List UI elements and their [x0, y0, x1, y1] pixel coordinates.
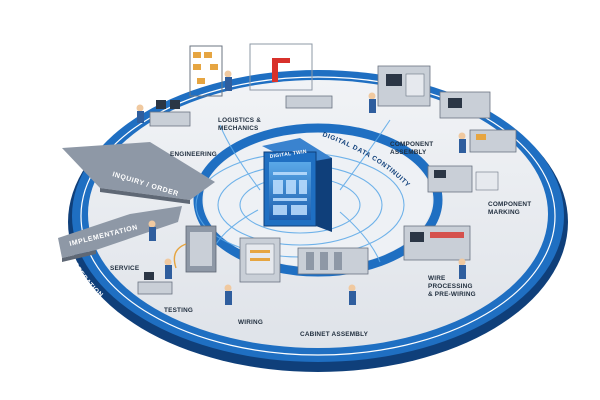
worker-icon: [224, 284, 232, 292]
component-marking-label-line1: COMPONENT: [488, 201, 531, 208]
monitor: [170, 100, 180, 109]
worker-icon: [348, 284, 356, 292]
manufacturing-line: [439, 91, 517, 153]
robot-arm: [272, 58, 290, 63]
worker-body: [225, 291, 232, 305]
digital-twin-label: DIGITAL TWIN: [269, 149, 307, 160]
worker-body: [225, 77, 232, 91]
digital-twin-cabinet: DIGITAL TWIN: [262, 138, 332, 232]
cabinet-side: [316, 150, 332, 232]
wiring-station: [224, 237, 281, 305]
data-line: [339, 211, 381, 263]
worker-icon: [458, 258, 466, 266]
workbench: [285, 95, 333, 109]
wiring-label: WIRING: [238, 319, 263, 326]
worker-icon: [164, 258, 172, 266]
desk: [149, 111, 191, 127]
testing-label: TESTING: [164, 307, 193, 314]
worker-icon: [368, 92, 376, 100]
worker-body: [349, 291, 356, 305]
component-assembly-label-line1: COMPONENT: [390, 141, 433, 148]
component-assembly-station: [368, 65, 431, 113]
service-label: SERVICE: [110, 265, 140, 272]
component-marking-station: [427, 165, 499, 193]
robot-cell: [249, 43, 333, 109]
implementation-band-shape: [58, 206, 182, 258]
shelf: [189, 45, 223, 97]
robot-arm: [272, 58, 278, 82]
outer-ring-highlight: [80, 76, 556, 356]
platform: [68, 70, 568, 372]
worker-body: [459, 139, 466, 153]
worker-body: [459, 265, 466, 279]
worker-body: [149, 227, 156, 241]
inquiry-band-shape: [62, 142, 215, 200]
cabinet-assembly-station: [297, 247, 369, 305]
component-assembly-label-line2: ASSEMBLY: [390, 149, 427, 156]
component-marking-label-line2: MARKING: [488, 209, 520, 216]
implementation-band-edge: [62, 250, 96, 262]
cabinet-internals: [273, 172, 307, 215]
engineering-station: [136, 100, 191, 127]
worker-body: [369, 99, 376, 113]
data-line: [339, 119, 391, 191]
wire-label-line2: PROCESSING: [428, 283, 473, 290]
inquiry-band: INQUIRY / ORDER: [62, 142, 215, 204]
data-line: [219, 124, 261, 191]
worker-icon: [458, 132, 466, 140]
logistics-label-line2: MECHANICS: [218, 125, 259, 132]
station-labels: ENGINEERING LOGISTICS & MECHANICS COMPON…: [110, 117, 531, 338]
service-station: [137, 220, 173, 295]
worker-icon: [148, 220, 156, 228]
engineering-label: ENGINEERING: [170, 151, 217, 158]
worker-body: [137, 111, 144, 123]
monitor: [156, 100, 166, 109]
wire-label-line3: & PRE-WIRING: [428, 291, 476, 298]
worker-icon: [136, 104, 144, 112]
cabinet-assembly-label: CABINET ASSEMBLY: [300, 331, 369, 338]
wire-processing-station: [403, 225, 471, 279]
cell-frame: [249, 43, 313, 91]
wire-label-line1: WIRE: [428, 275, 446, 282]
testing-station: [164, 225, 217, 279]
logistics-station: [189, 45, 232, 97]
logistics-label-line1: LOGISTICS &: [218, 117, 261, 124]
worker-body: [165, 265, 172, 279]
inquiry-band-edge: [100, 188, 190, 204]
worker-icon: [224, 70, 232, 78]
